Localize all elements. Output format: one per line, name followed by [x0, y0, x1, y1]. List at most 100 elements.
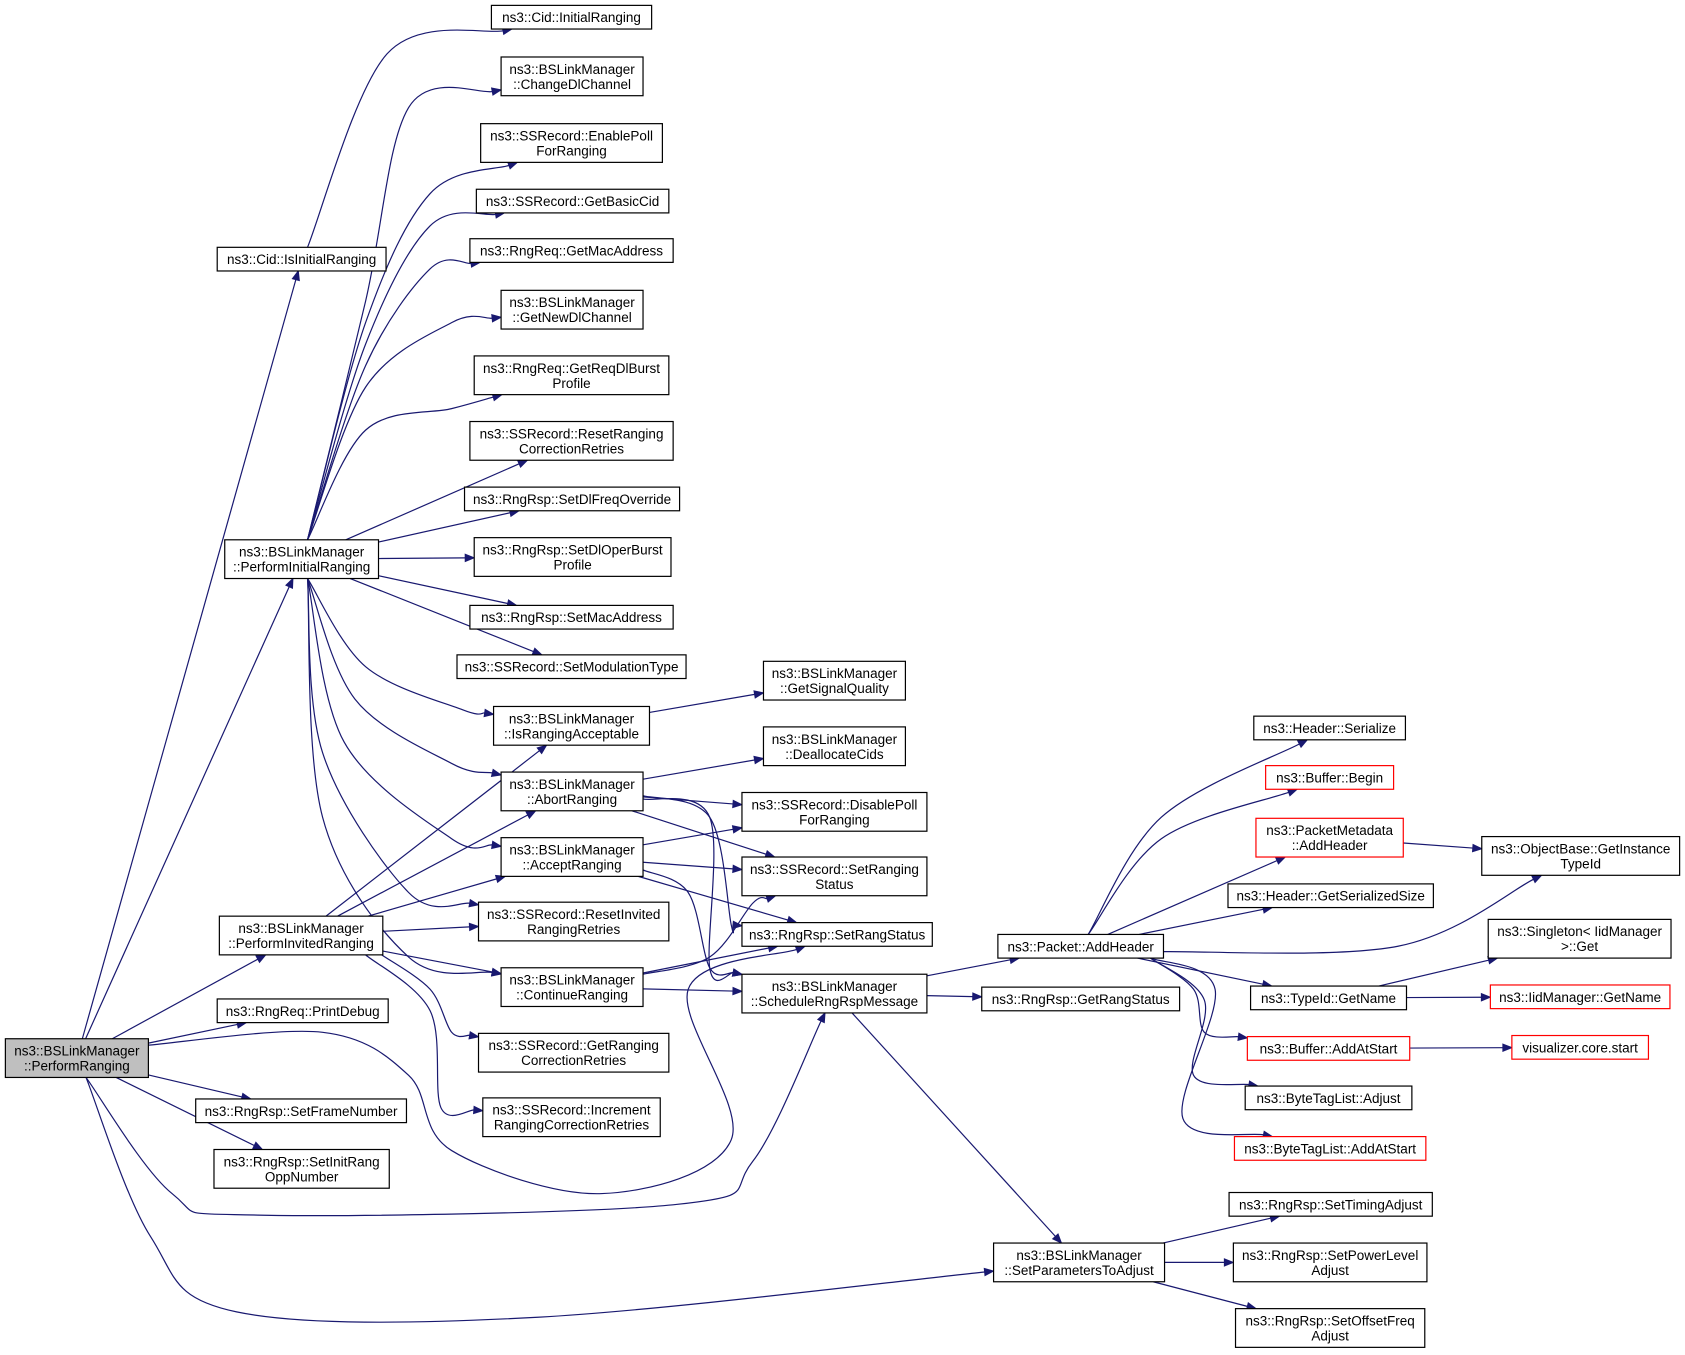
- node-box[interactable]: [741, 856, 928, 897]
- node-bs-deallocate-cids[interactable]: ns3::BSLinkManager::DeallocateCids: [762, 726, 907, 767]
- node-rngrsp-set-rang-status[interactable]: ns3::RngRsp::SetRangStatus: [741, 922, 933, 947]
- node-box[interactable]: [1232, 1242, 1428, 1283]
- node-box[interactable]: [473, 355, 670, 396]
- node-box[interactable]: [456, 654, 687, 680]
- node-box[interactable]: [1246, 1035, 1411, 1061]
- node-visualizer-core-start[interactable]: visualizer.core.start: [1511, 1034, 1650, 1060]
- node-box[interactable]: [1244, 1085, 1413, 1111]
- node-box[interactable]: [492, 705, 651, 746]
- node-box[interactable]: [1255, 817, 1404, 858]
- node-bytetaglist-add-at-start[interactable]: ns3::ByteTagList::AddAtStart: [1233, 1135, 1427, 1161]
- node-bytetaglist-adjust[interactable]: ns3::ByteTagList::Adjust: [1244, 1085, 1413, 1111]
- node-box[interactable]: [490, 4, 653, 30]
- node-box[interactable]: [475, 188, 670, 214]
- node-bs-get-signal-quality[interactable]: ns3::BSLinkManager::GetSignalQuality: [762, 660, 907, 701]
- node-box[interactable]: [213, 1148, 390, 1189]
- node-box[interactable]: [477, 1032, 670, 1073]
- node-bs-schedule-rng-rsp-message[interactable]: ns3::BSLinkManager::ScheduleRngRspMessag…: [741, 973, 928, 1014]
- node-rngreq-get-mac-address[interactable]: ns3::RngReq::GetMacAddress: [469, 238, 674, 263]
- node-box[interactable]: [1253, 715, 1407, 741]
- node-box[interactable]: [500, 56, 644, 97]
- node-box[interactable]: [1487, 918, 1672, 959]
- node-rngrsp-set-frame-number[interactable]: ns3::RngRsp::SetFrameNumber: [195, 1098, 408, 1124]
- node-box[interactable]: [1227, 883, 1434, 909]
- node-box[interactable]: [216, 998, 389, 1024]
- node-box[interactable]: [741, 791, 928, 832]
- node-ss-reset-invited-ranging-retries[interactable]: ns3::SSRecord::ResetInvitedRangingRetrie…: [477, 901, 670, 942]
- node-box[interactable]: [1481, 835, 1681, 876]
- node-box[interactable]: [1233, 1135, 1427, 1161]
- node-box[interactable]: [500, 771, 644, 812]
- node-box[interactable]: [741, 973, 928, 1014]
- node-box[interactable]: [469, 604, 674, 630]
- node-box[interactable]: [469, 238, 674, 263]
- node-ss-get-basic-cid[interactable]: ns3::SSRecord::GetBasicCid: [475, 188, 670, 214]
- node-box[interactable]: [218, 915, 384, 956]
- node-box[interactable]: [1511, 1034, 1650, 1060]
- node-cid-initial-ranging[interactable]: ns3::Cid::InitialRanging: [490, 4, 653, 30]
- node-box[interactable]: [469, 420, 674, 461]
- node-bs-continue-ranging[interactable]: ns3::BSLinkManager::ContinueRanging: [500, 967, 644, 1008]
- node-bs-change-dl-channel[interactable]: ns3::BSLinkManager::ChangeDlChannel: [500, 56, 644, 97]
- node-singleton-iidmanager-get[interactable]: ns3::Singleton< IidManager>::Get: [1487, 918, 1672, 959]
- node-iidmanager-get-name[interactable]: ns3::IidManager::GetName: [1489, 984, 1671, 1010]
- node-box[interactable]: [463, 486, 681, 512]
- node-rngrsp-set-timing-adjust[interactable]: ns3::RngRsp::SetTimingAdjust: [1228, 1191, 1433, 1217]
- node-ss-set-modulation-type[interactable]: ns3::SSRecord::SetModulationType: [456, 654, 687, 680]
- node-rngreq-print-debug[interactable]: ns3::RngReq::PrintDebug: [216, 998, 389, 1024]
- node-rngrsp-set-dl-freq-override[interactable]: ns3::RngRsp::SetDlFreqOverride: [463, 486, 681, 512]
- node-bs-abort-ranging[interactable]: ns3::BSLinkManager::AbortRanging: [500, 771, 644, 812]
- node-perform-ranging[interactable]: ns3::BSLinkManager::PerformRanging: [4, 1038, 149, 1079]
- node-box[interactable]: [1234, 1308, 1426, 1348]
- node-box[interactable]: [224, 539, 380, 580]
- node-box[interactable]: [482, 1097, 661, 1138]
- node-box[interactable]: [480, 123, 663, 163]
- node-bs-accept-ranging[interactable]: ns3::BSLinkManager::AcceptRanging: [500, 837, 644, 877]
- node-box[interactable]: [1249, 985, 1408, 1011]
- node-ss-increment-ranging-correction-retries[interactable]: ns3::SSRecord::IncrementRangingCorrectio…: [482, 1097, 661, 1138]
- node-box[interactable]: [981, 986, 1181, 1012]
- node-box[interactable]: [4, 1038, 149, 1079]
- node-box[interactable]: [1228, 1191, 1433, 1217]
- node-box[interactable]: [500, 837, 644, 877]
- node-bs-is-ranging-acceptable[interactable]: ns3::BSLinkManager::IsRangingAcceptable: [492, 705, 651, 746]
- node-box[interactable]: [762, 726, 907, 767]
- node-ss-get-ranging-correction-retries[interactable]: ns3::SSRecord::GetRangingCorrectionRetri…: [477, 1032, 670, 1073]
- node-cid-is-initial-ranging[interactable]: ns3::Cid::IsInitialRanging: [216, 246, 387, 272]
- node-rngrsp-get-rang-status[interactable]: ns3::RngRsp::GetRangStatus: [981, 986, 1181, 1012]
- node-header-get-serialized-size[interactable]: ns3::Header::GetSerializedSize: [1227, 883, 1434, 909]
- node-rngrsp-set-mac-address[interactable]: ns3::RngRsp::SetMacAddress: [469, 604, 674, 630]
- node-box[interactable]: [216, 246, 387, 272]
- node-box[interactable]: [1489, 984, 1671, 1010]
- node-bs-set-parameters-to-adjust[interactable]: ns3::BSLinkManager::SetParametersToAdjus…: [992, 1242, 1166, 1283]
- node-typeid-get-name[interactable]: ns3::TypeId::GetName: [1249, 985, 1408, 1011]
- node-box[interactable]: [477, 901, 670, 942]
- node-box[interactable]: [741, 922, 933, 947]
- node-box[interactable]: [1265, 765, 1395, 790]
- node-bs-perform-invited-ranging[interactable]: ns3::BSLinkManager::PerformInvitedRangin…: [218, 915, 384, 956]
- node-box[interactable]: [997, 933, 1165, 959]
- node-ss-reset-ranging-correction-retries[interactable]: ns3::SSRecord::ResetRangingCorrectionRet…: [469, 420, 674, 461]
- node-buffer-add-at-start[interactable]: ns3::Buffer::AddAtStart: [1246, 1035, 1411, 1061]
- node-header-serialize[interactable]: ns3::Header::Serialize: [1253, 715, 1407, 741]
- node-bs-perform-initial-ranging[interactable]: ns3::BSLinkManager::PerformInitialRangin…: [224, 539, 380, 580]
- node-packet-add-header[interactable]: ns3::Packet::AddHeader: [997, 933, 1165, 959]
- node-box[interactable]: [195, 1098, 408, 1124]
- node-bs-get-new-dl-channel[interactable]: ns3::BSLinkManager::GetNewDlChannel: [500, 289, 644, 330]
- node-buffer-begin[interactable]: ns3::Buffer::Begin: [1265, 765, 1395, 790]
- node-box[interactable]: [762, 660, 907, 701]
- node-packet-metadata-add-header[interactable]: ns3::PacketMetadata::AddHeader: [1255, 817, 1404, 858]
- node-box[interactable]: [500, 289, 644, 330]
- node-box[interactable]: [500, 967, 644, 1008]
- node-box[interactable]: [992, 1242, 1166, 1283]
- node-box[interactable]: [473, 537, 672, 577]
